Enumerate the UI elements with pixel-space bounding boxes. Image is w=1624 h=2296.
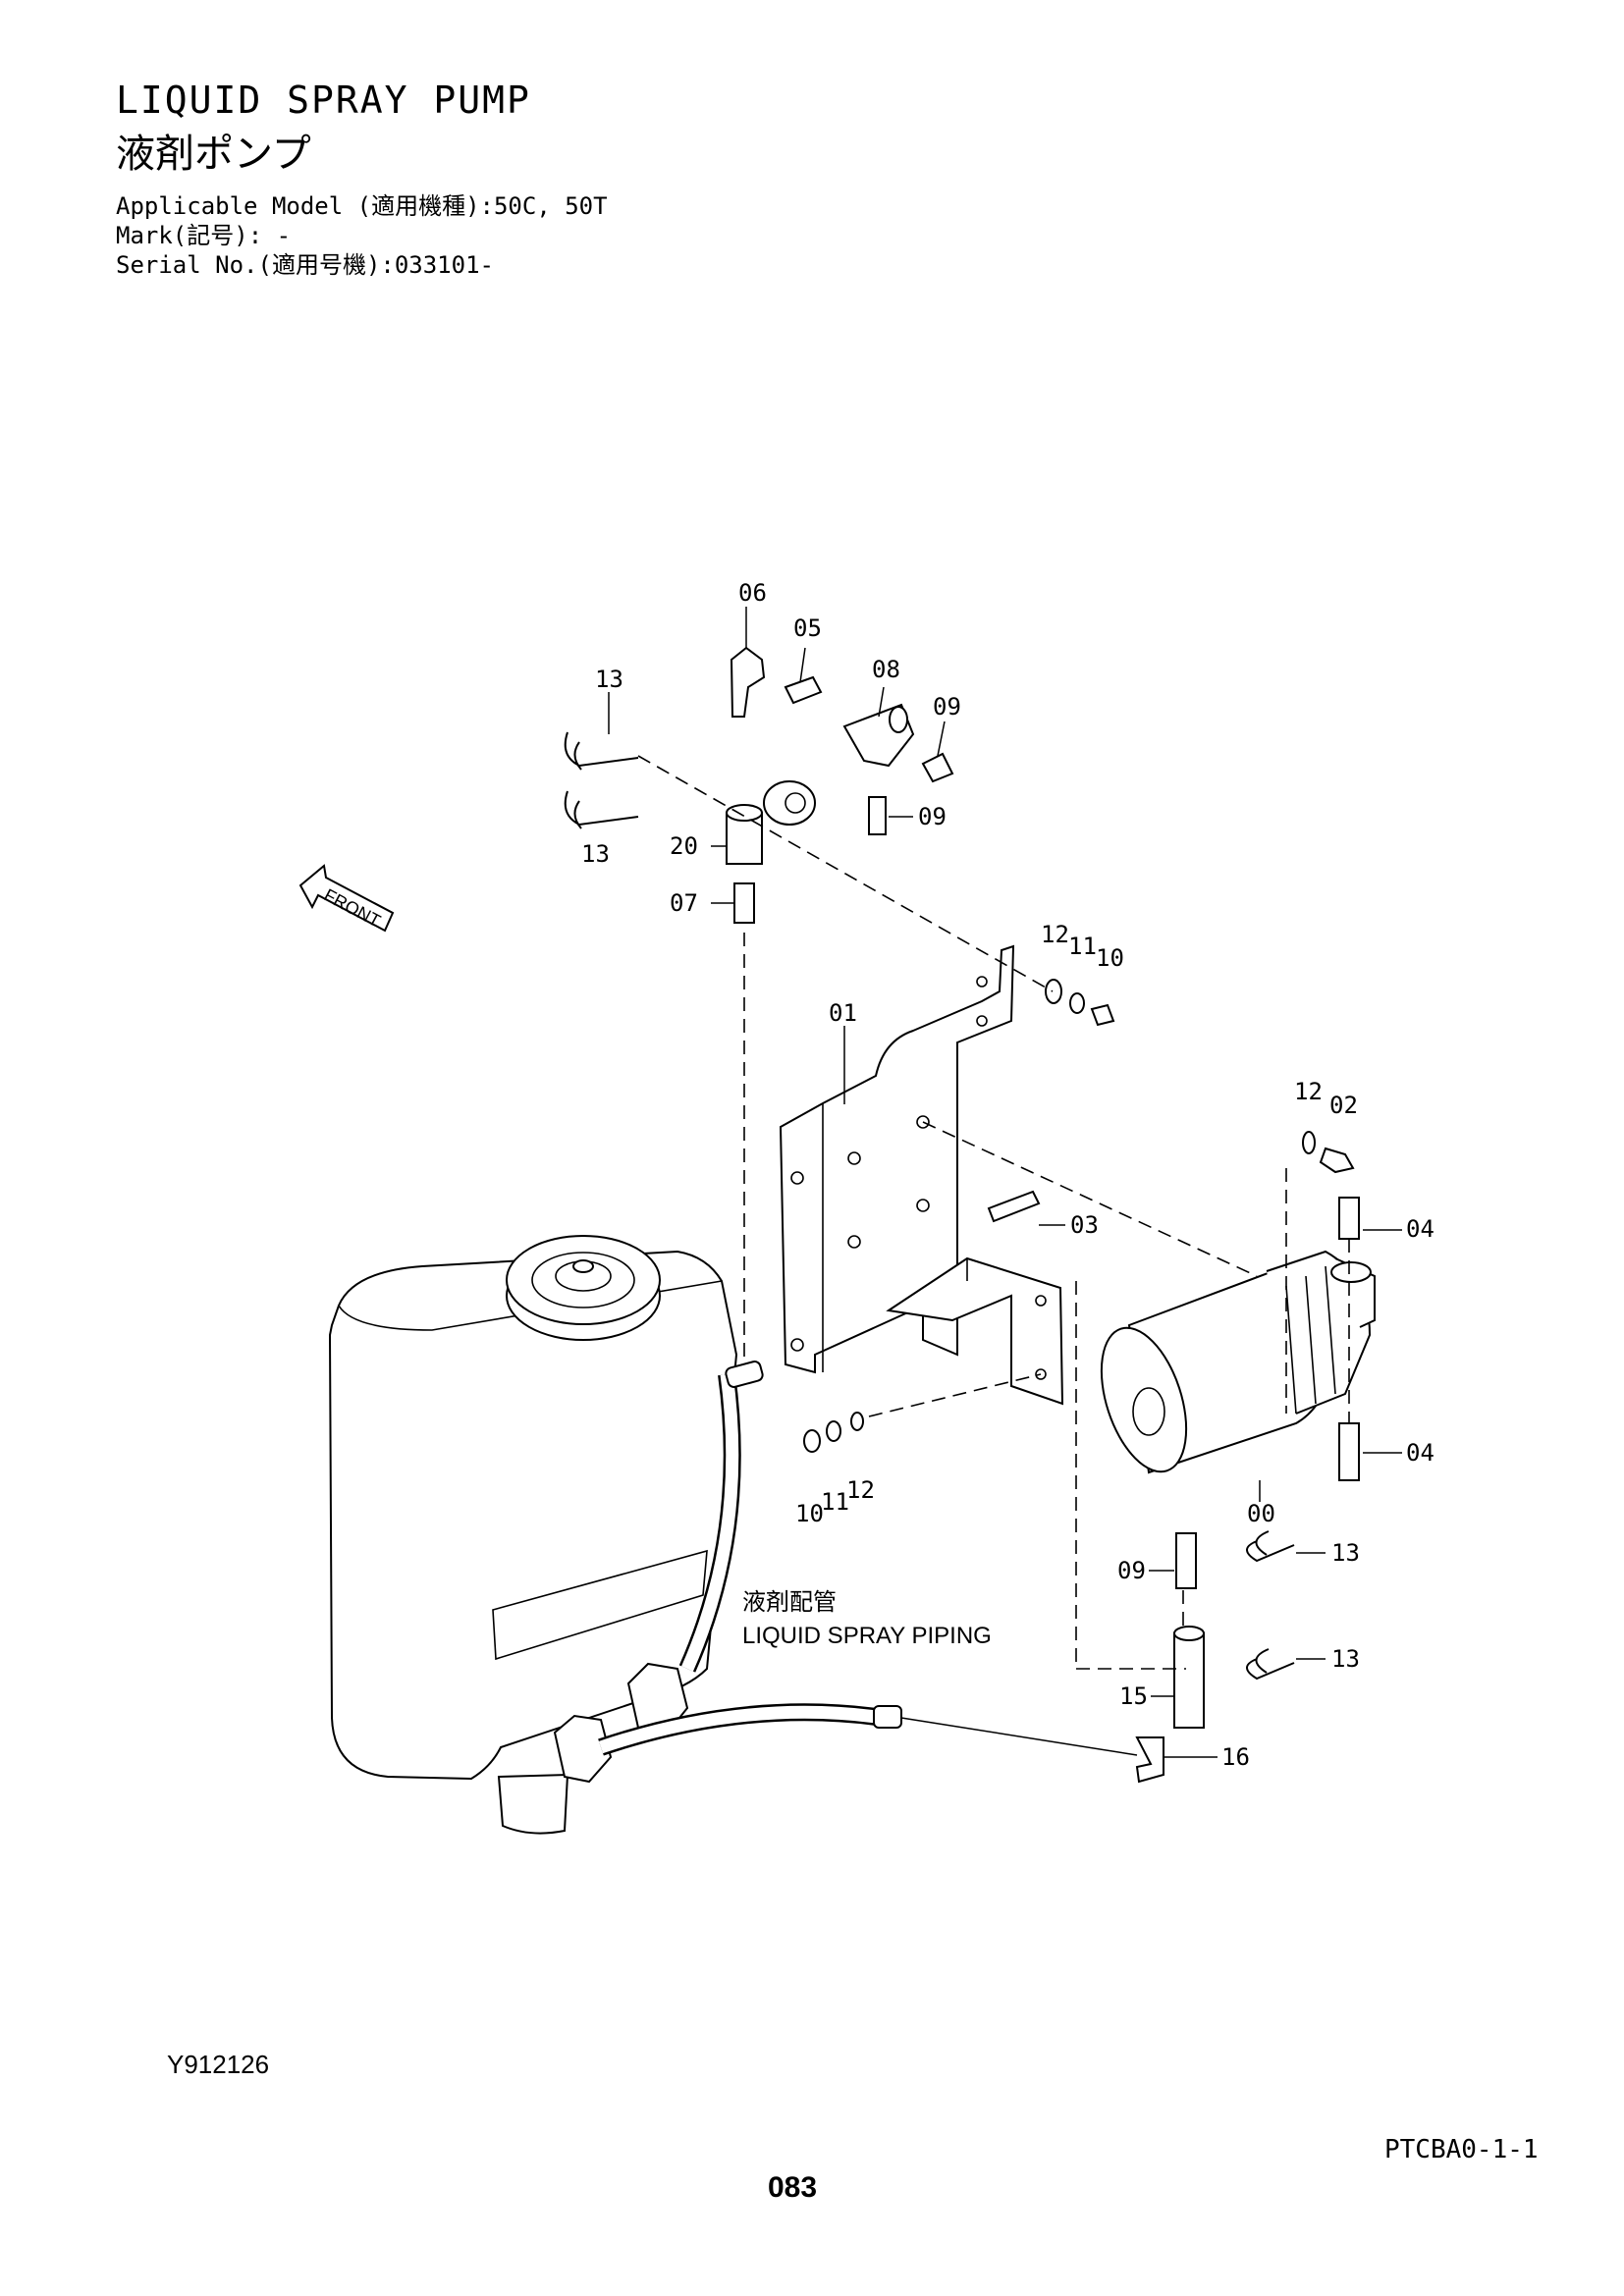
callout-04a: 04 <box>1406 1215 1435 1243</box>
callout-12b: 12 <box>1294 1078 1323 1105</box>
callout-07: 07 <box>670 889 698 917</box>
page-title-jp: 液剤ポンプ <box>116 132 311 177</box>
callout-11b: 11 <box>821 1488 849 1516</box>
callout-01: 01 <box>829 999 857 1027</box>
liquid-spray-piping <box>598 1361 1164 1784</box>
callout-02: 02 <box>1329 1092 1358 1119</box>
leader-lines <box>608 607 1402 1758</box>
piping-label-en: LIQUID SPRAY PIPING <box>742 1623 992 1649</box>
page-code: PTCBA0-1-1 <box>1384 2135 1539 2164</box>
callouts: 06 05 08 09 09 13 13 20 07 12 11 10 01 1… <box>581 579 1435 1771</box>
callout-06: 06 <box>738 579 767 607</box>
callout-12a: 12 <box>1041 921 1069 948</box>
callout-04b: 04 <box>1406 1439 1435 1467</box>
liquid-tank <box>328 1235 738 1835</box>
drawing-number: Y912126 <box>167 2050 270 2079</box>
callout-13c: 13 <box>1331 1539 1360 1567</box>
callout-10b: 10 <box>795 1500 824 1527</box>
callout-09a: 09 <box>933 693 961 721</box>
callout-09c: 09 <box>1117 1557 1146 1584</box>
applicable-model: Applicable Model (適用機種):50C, 50T <box>116 192 608 220</box>
fittings <box>564 646 1360 1729</box>
callout-13a: 13 <box>595 666 623 693</box>
serial-number: Serial No.(適用号機):033101- <box>116 251 494 279</box>
callout-08: 08 <box>872 656 900 683</box>
callout-15: 15 <box>1119 1682 1148 1710</box>
callout-03: 03 <box>1070 1211 1099 1239</box>
bracket <box>779 944 1064 1406</box>
callout-13d: 13 <box>1331 1645 1360 1673</box>
callout-11a: 11 <box>1068 933 1097 960</box>
callout-09b: 09 <box>918 803 947 830</box>
callout-00: 00 <box>1247 1500 1275 1527</box>
callout-20: 20 <box>670 832 698 860</box>
mark: Mark(記号): - <box>116 222 292 249</box>
page-title: LIQUID SPRAY PUMP <box>116 79 531 122</box>
callout-16: 16 <box>1221 1743 1250 1771</box>
page-number: 083 <box>768 2171 818 2204</box>
callout-10a: 10 <box>1096 944 1124 972</box>
assembly-lines <box>637 755 1350 1670</box>
callout-12c: 12 <box>846 1476 875 1504</box>
callout-05: 05 <box>793 614 822 642</box>
callout-13b: 13 <box>581 840 610 868</box>
pump-motor <box>1100 1250 1376 1474</box>
piping-label-jp: 液剤配管 <box>742 1588 837 1616</box>
front-arrow: FRONT <box>298 864 395 933</box>
